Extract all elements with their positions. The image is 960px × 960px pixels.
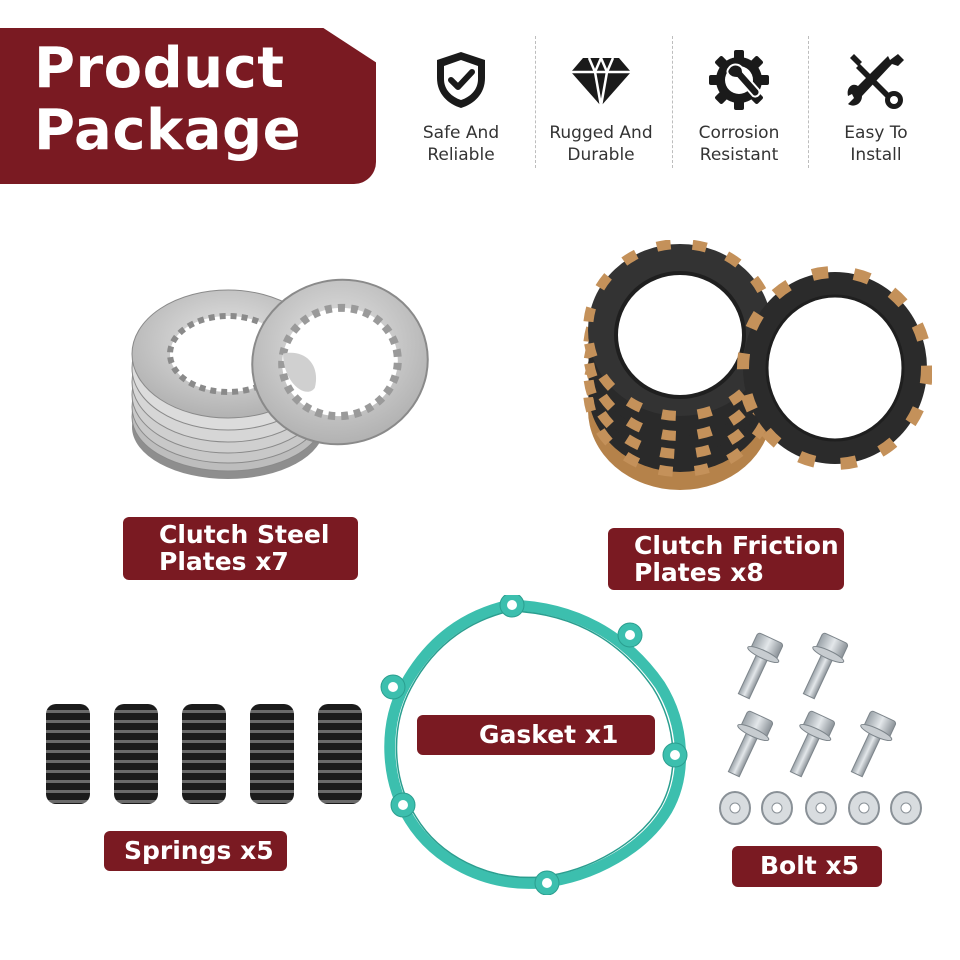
springs-image xyxy=(46,704,362,804)
feature-corrosion: Corrosion Resistant xyxy=(670,48,808,166)
bolts-label: Bolt x5 xyxy=(732,846,882,887)
steel-plates-label: Clutch Steel Plates x7 xyxy=(123,517,358,580)
shield-check-icon xyxy=(437,52,485,108)
divider xyxy=(672,36,673,168)
bolts-image xyxy=(719,632,922,825)
gasket-image xyxy=(380,595,688,895)
friction-plates-image xyxy=(583,240,932,490)
steel-plates-image xyxy=(131,278,429,479)
gear-wrench-icon xyxy=(709,50,769,110)
feature-safe: Safe And Reliable xyxy=(392,48,530,166)
tools-icon xyxy=(847,54,904,109)
feature-label: Rugged And Durable xyxy=(549,123,653,165)
gasket-label: Gasket x1 xyxy=(417,715,655,755)
feature-label: Corrosion Resistant xyxy=(698,123,780,165)
divider xyxy=(535,36,536,168)
page-title: Product Package xyxy=(34,36,302,163)
feature-easy-install: Easy To Install xyxy=(807,48,945,166)
header-banner xyxy=(0,28,376,184)
diamond-icon xyxy=(571,56,631,107)
feature-rugged: Rugged And Durable xyxy=(532,48,670,166)
feature-label: Safe And Reliable xyxy=(422,123,500,165)
feature-label: Easy To Install xyxy=(844,123,908,165)
springs-label: Springs x5 xyxy=(104,831,287,871)
divider xyxy=(808,36,809,168)
friction-plates-label: Clutch Friction Plates x8 xyxy=(608,528,844,590)
